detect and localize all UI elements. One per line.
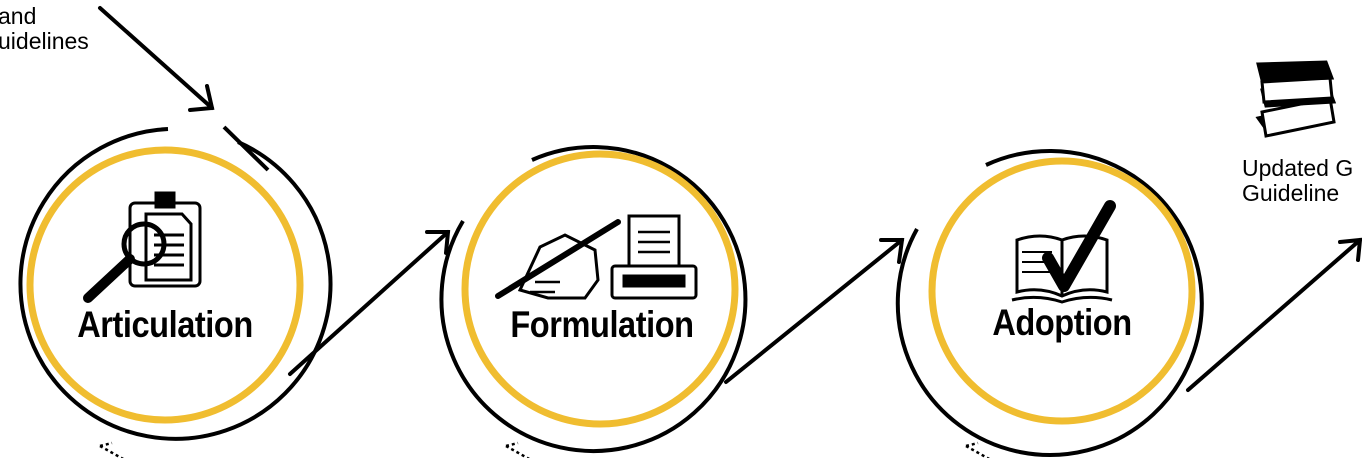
input-label-line2: uidelines — [0, 28, 89, 54]
articulation-gold-ring — [26, 146, 304, 424]
clipboard-magnifier-icon — [83, 191, 202, 303]
output-label: Updated G Guideline — [1242, 156, 1353, 206]
stage-title-articulation: Articulation — [77, 304, 253, 345]
input-arrow — [98, 6, 215, 112]
output-label-line1: Updated G — [1242, 155, 1354, 181]
stage-title-adoption: Adoption — [992, 302, 1132, 343]
arrow-formulation-to-adoption — [724, 238, 905, 384]
stage-articulation — [18, 125, 333, 441]
stacked-books-icon — [1255, 60, 1337, 138]
formulation-gold-ring — [461, 150, 739, 428]
adoption-outer-arc — [895, 149, 1204, 457]
stage-adoption — [895, 149, 1204, 457]
arrow-adoption-to-output — [1186, 237, 1362, 392]
formulation-outer-arc — [439, 145, 748, 454]
output-label-line2: Guideline — [1242, 180, 1340, 206]
stage-title-formulation: Formulation — [510, 304, 694, 345]
feedback-arrows — [99, 441, 990, 458]
input-label-line1: and — [0, 3, 37, 29]
arrow-articulation-to-formulation — [288, 230, 451, 376]
stage-formulation — [439, 145, 748, 454]
input-label: and uidelines — [0, 4, 89, 54]
adoption-gold-ring — [928, 157, 1196, 425]
articulation-outer-arc — [18, 127, 333, 441]
book-checkmark-icon — [1011, 200, 1116, 304]
hand-writing-printer-icon — [495, 214, 698, 300]
